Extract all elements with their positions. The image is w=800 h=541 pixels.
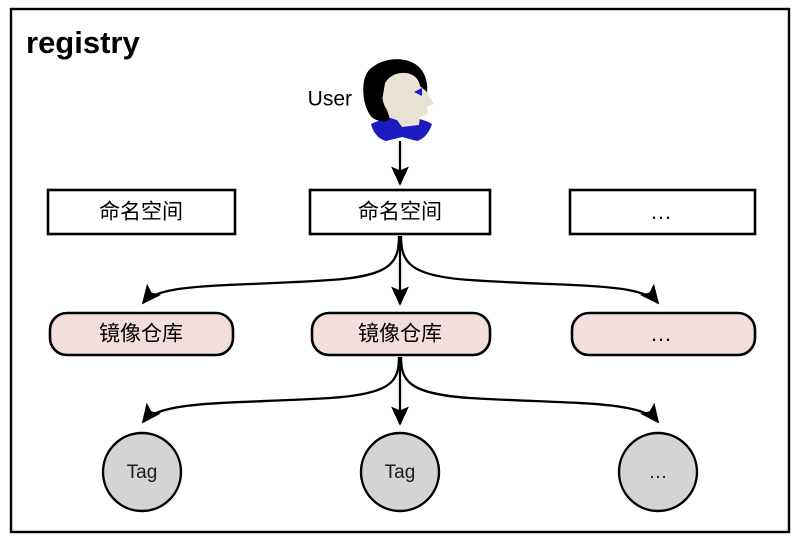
repository-more[interactable]: … xyxy=(570,311,757,357)
repository-row: 镜像仓库 镜像仓库 … xyxy=(48,311,757,357)
namespace-center[interactable]: 命名空间 xyxy=(308,188,492,236)
user-head-profile-icon xyxy=(363,59,434,141)
namespace-to-repository-edges xyxy=(141,235,660,306)
namespace-more[interactable]: … xyxy=(568,188,757,236)
edge-repository-to-tag-left xyxy=(141,356,401,424)
repository-more-label: … xyxy=(650,321,674,346)
tag-row: Tag Tag … xyxy=(101,431,699,513)
tag-left-label: Tag xyxy=(127,462,158,483)
repository-center-label: 镜像仓库 xyxy=(358,323,442,346)
edge-namespace-to-repository-left xyxy=(141,235,401,305)
namespace-left-label: 命名空间 xyxy=(99,201,183,224)
tag-center-label: Tag xyxy=(385,462,416,483)
namespace-more-label: … xyxy=(650,199,674,224)
repository-left-label: 镜像仓库 xyxy=(99,323,183,346)
namespace-left[interactable]: 命名空间 xyxy=(46,188,237,236)
frame-title: registry xyxy=(26,25,140,60)
tag-left[interactable]: Tag xyxy=(101,431,183,513)
repository-left[interactable]: 镜像仓库 xyxy=(48,311,235,357)
namespace-row: 命名空间 命名空间 … xyxy=(46,188,757,236)
repository-center[interactable]: 镜像仓库 xyxy=(310,311,492,357)
edge-namespace-to-repository-right xyxy=(399,235,660,305)
tag-more[interactable]: … xyxy=(617,431,699,513)
namespace-center-label: 命名空间 xyxy=(358,201,442,224)
tag-center[interactable]: Tag xyxy=(359,431,441,513)
edge-repository-to-tag-right xyxy=(399,356,660,424)
tag-more-label: … xyxy=(649,462,668,483)
user-actor: User xyxy=(308,59,434,186)
user-caption: User xyxy=(308,88,352,111)
repository-to-tag-edges xyxy=(141,356,660,426)
